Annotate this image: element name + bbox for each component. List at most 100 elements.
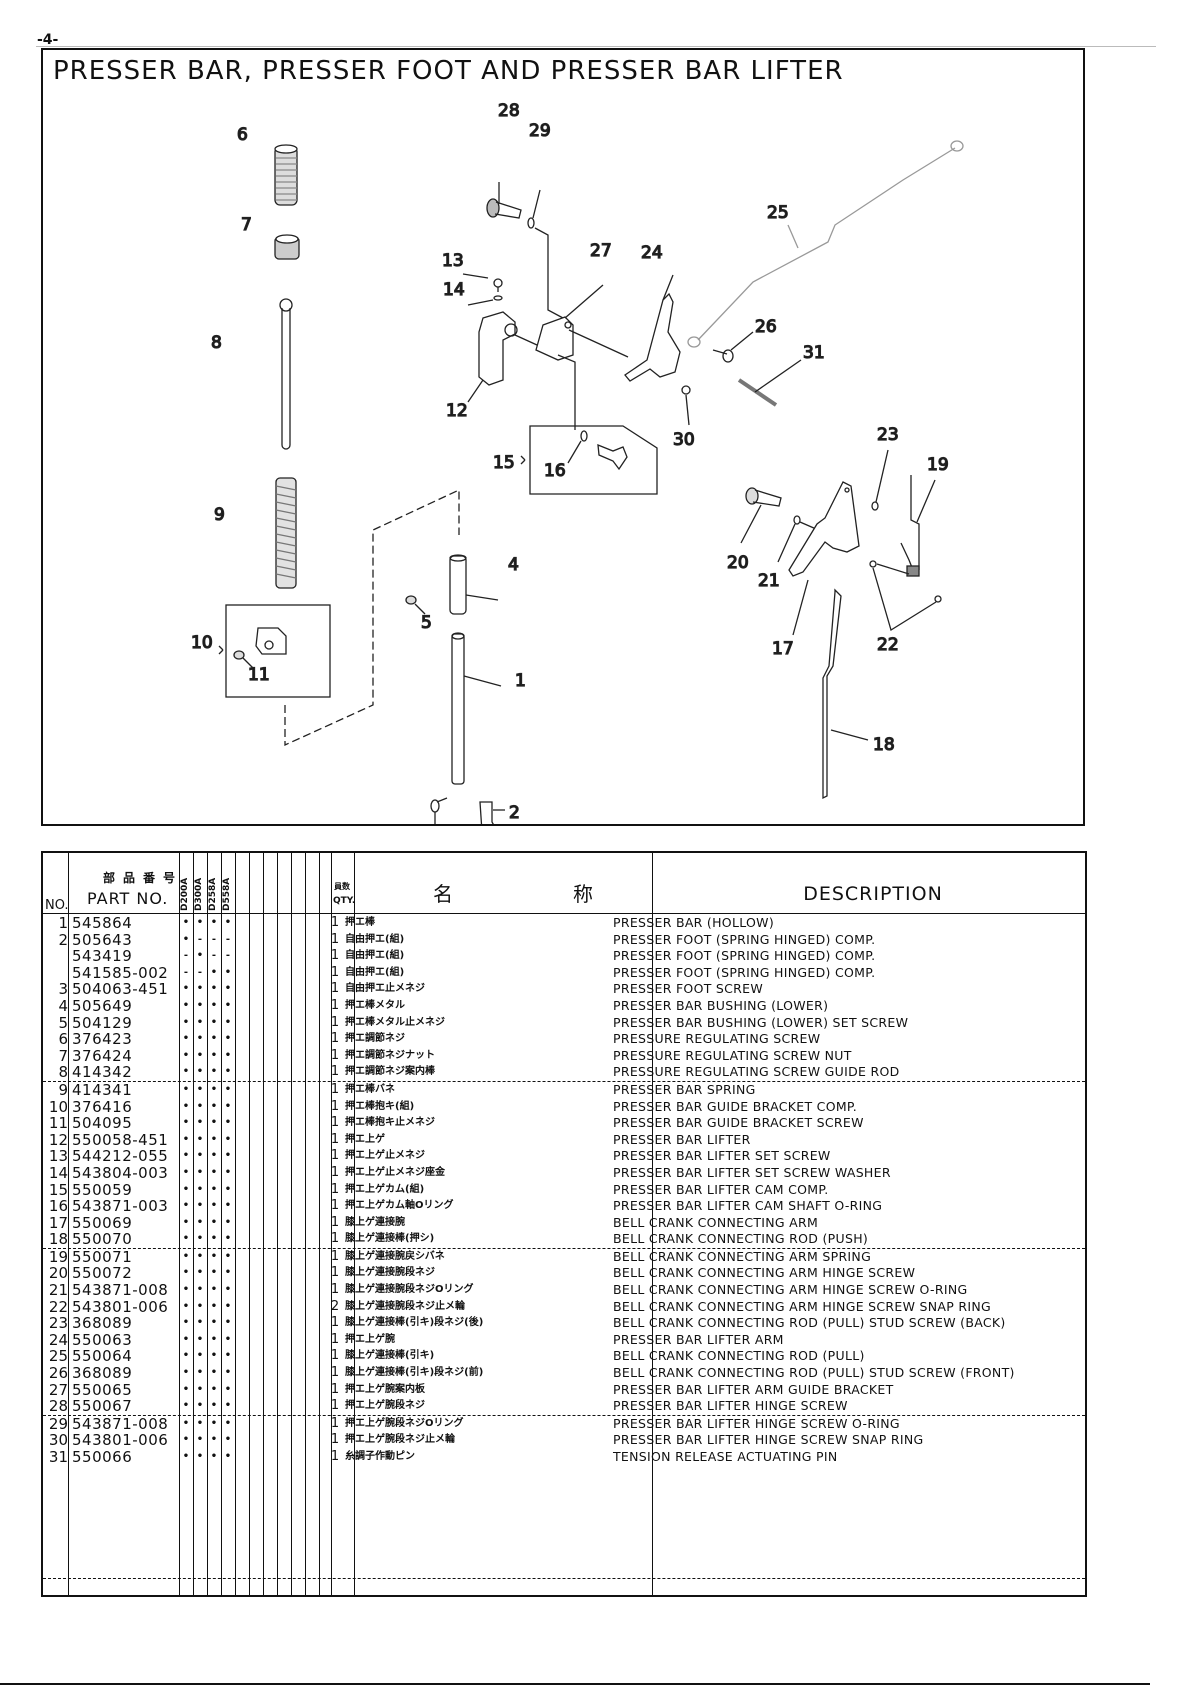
model-availability-mark: -: [197, 933, 203, 945]
description: PRESSER FOOT SCREW: [613, 981, 764, 997]
col-divider: [235, 853, 236, 1595]
description: PRESSER BAR LIFTER HINGE SCREW SNAP RING: [613, 1432, 924, 1448]
model-availability-mark: •: [196, 1434, 204, 1446]
model-availability-mark: •: [210, 1233, 218, 1245]
part-number: 550065: [72, 1380, 133, 1399]
part-number: 504129: [72, 1013, 133, 1032]
model-availability-mark: •: [196, 1284, 204, 1296]
description: BELL CRANK CONNECTING ARM SPRING: [613, 1248, 872, 1264]
col-divider: [652, 853, 653, 1595]
row-number: 12: [48, 1130, 68, 1149]
model-availability-mark: •: [182, 1233, 190, 1245]
quantity: 1: [330, 1265, 340, 1281]
model-availability-mark: •: [196, 1100, 204, 1112]
model-availability-mark: •: [196, 1233, 204, 1245]
model-availability-mark: •: [182, 1049, 190, 1061]
model-availability-mark: •: [224, 1083, 232, 1095]
japanese-name: 押エ棒バネ: [345, 1083, 395, 1095]
row-number: 10: [48, 1097, 68, 1116]
part-31-pin: [737, 359, 802, 407]
part-number: 550071: [72, 1247, 133, 1266]
quantity: 1: [330, 1365, 340, 1381]
model-availability-mark: •: [224, 966, 232, 978]
quantity: 1: [330, 981, 340, 997]
part-1-presser-bar: [451, 632, 502, 785]
japanese-name: 押エ棒メタル: [345, 999, 405, 1011]
description: PRESSER BAR (HOLLOW): [613, 915, 775, 930]
model-availability-mark: •: [210, 917, 218, 928]
part-number: 550070: [72, 1230, 133, 1249]
description: PRESSER BAR LIFTER ARM: [613, 1331, 784, 1347]
row-number: 9: [58, 1080, 68, 1099]
quantity: 1: [330, 1064, 340, 1080]
row-number: 21: [48, 1281, 68, 1300]
description: BELL CRANK CONNECTING ROD (PULL) STUD SC…: [613, 1315, 1006, 1331]
callout-14: 14: [443, 280, 465, 300]
model-availability-mark: •: [210, 1417, 218, 1429]
row-number: 4: [58, 996, 68, 1015]
part-23-stud-screw: [871, 449, 889, 511]
quantity: 1: [330, 1148, 340, 1164]
row-number: 15: [48, 1180, 68, 1199]
part-number: 543419: [72, 947, 133, 966]
model-availability-mark: •: [182, 999, 190, 1011]
part-25-pull-rod: [687, 140, 964, 348]
part-number: 376423: [72, 1030, 133, 1049]
model-availability-mark: •: [196, 1417, 204, 1429]
japanese-name: 押エ上ゲ腕: [345, 1333, 395, 1345]
part-number: 550064: [72, 1347, 133, 1366]
model-availability-mark: •: [224, 1350, 232, 1362]
japanese-name: 膝上ゲ連接腕: [345, 1216, 405, 1228]
model-availability-mark: •: [196, 1117, 204, 1129]
model-availability-mark: •: [224, 1400, 232, 1412]
quantity: 2: [330, 1298, 340, 1314]
callout-22: 22: [877, 635, 899, 655]
model-availability-mark: •: [196, 1383, 204, 1395]
callout-21: 21: [758, 571, 780, 591]
model-availability-mark: •: [210, 1350, 218, 1362]
model-availability-mark: •: [196, 1267, 204, 1279]
quantity: 1: [330, 931, 340, 947]
row-number: 29: [48, 1414, 68, 1433]
part-10-box: [225, 604, 331, 698]
japanese-name: 膝上ゲ連接腕戻シバネ: [345, 1250, 445, 1262]
model-availability-mark: •: [196, 983, 204, 995]
model-availability-mark: •: [224, 1183, 232, 1195]
model-availability-mark: •: [182, 1083, 190, 1095]
header-separator: [43, 913, 1085, 914]
part-15-cam-box: [520, 425, 658, 495]
model-availability-mark: •: [210, 1033, 218, 1045]
model-availability-mark: •: [196, 1033, 204, 1045]
model-availability-mark: •: [210, 1150, 218, 1162]
description: PRESSER BAR GUIDE BRACKET SCREW: [613, 1115, 864, 1131]
model-availability-mark: •: [182, 1267, 190, 1279]
quantity: 1: [330, 997, 340, 1013]
part-number: 550072: [72, 1264, 133, 1283]
part-12-lifter: [467, 311, 549, 403]
model-availability-mark: •: [210, 1267, 218, 1279]
description: PRESSURE REGULATING SCREW NUT: [613, 1047, 852, 1063]
quantity: 1: [330, 1315, 340, 1331]
model-availability-mark: •: [210, 983, 218, 995]
callout-6: 6: [237, 125, 248, 145]
japanese-name: 膝上ゲ連接腕段ネジ: [345, 1267, 435, 1279]
callout-9: 9: [214, 505, 225, 525]
model-availability-mark: •: [182, 1317, 190, 1329]
callout-4: 4: [508, 555, 519, 575]
model-availability-mark: •: [182, 1133, 190, 1145]
model-availability-mark: •: [210, 999, 218, 1011]
japanese-name: 膝上ゲ連接腕段ネジ止メ輪: [345, 1300, 465, 1312]
model-availability-mark: •: [224, 917, 232, 928]
description: PRESSER FOOT (SPRING HINGED) COMP.: [613, 948, 876, 964]
model-availability-mark: •: [210, 1250, 218, 1262]
part-number: 376424: [72, 1046, 133, 1065]
japanese-name: 膝上ゲ連接棒(引キ)段ネジ(後): [345, 1317, 484, 1329]
quantity: 1: [330, 1047, 340, 1063]
col-divider: [305, 853, 306, 1595]
